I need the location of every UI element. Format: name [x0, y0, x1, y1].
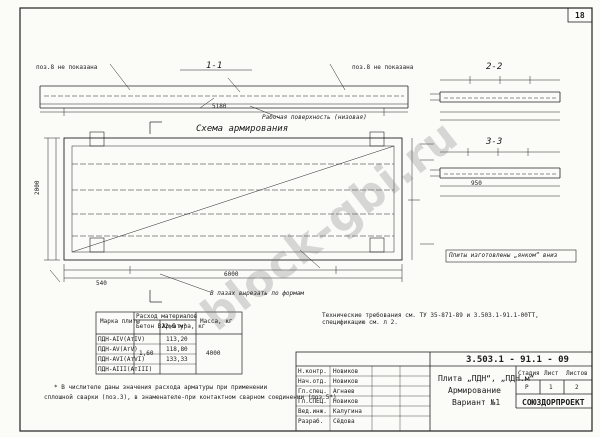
working-surface-label: Рабочая поверхность (низовая) [262, 114, 367, 121]
name-1: Новиков [333, 368, 359, 375]
name-2: Новиков [333, 378, 359, 385]
title-line-1: Плита „ПДН“, „ПДН.м“ [438, 374, 535, 383]
page-number: 18 [575, 11, 585, 20]
reinforcement-scheme-title: Схема армирования [196, 124, 289, 134]
col-sheets: Листов [566, 370, 588, 377]
name-5: Калугина [333, 408, 362, 415]
footnote-line-1: * В числителе даны значения расхода арма… [54, 384, 268, 391]
name-3: Агнаев [333, 388, 355, 395]
col-sheet: Лист [544, 370, 559, 377]
dim-5180: 5180 [212, 103, 227, 110]
table-header-mass: Масса, кг [200, 318, 233, 325]
section-3-3-title: 3-3 [486, 137, 503, 147]
role-1: Н.контр. [298, 368, 327, 375]
section-1-1-title: 1-1 [206, 61, 223, 71]
role-3: Гл.спец. [298, 388, 327, 395]
eyelets-note: Плиты изготовлены „янком“ вниз [449, 252, 558, 259]
table-header-consumption: Расход материалов [136, 313, 198, 320]
table-steel-2: 118,80 [166, 346, 188, 353]
note-pos8-right: поз.8 не показана [352, 64, 414, 71]
table-header-steel: Арматура, кг [162, 323, 206, 330]
dim-6000: 6000 [224, 271, 239, 278]
table-steel-1: 113,20 [166, 336, 188, 343]
section-3-3-view [430, 148, 561, 197]
sheet-number: 1 [549, 384, 553, 391]
dim-2000: 2000 [34, 180, 41, 195]
col-stage: Стадия [518, 370, 540, 377]
name-4: Новиков [333, 398, 359, 405]
stage-value: Р [525, 384, 529, 391]
reinforcement-plan [44, 121, 434, 303]
title-line-3: Вариант №1 [452, 398, 501, 407]
footnote-line-2: сплошной сварки (поз.3), в знаменателе-п… [44, 394, 337, 401]
table-row4-mark: ПДН-АIII(АтIII) [98, 366, 153, 373]
note-pos8-left: поз.8 не показана [36, 64, 98, 71]
slots-note: В пазах вырезать по формам [210, 290, 304, 297]
eyelets-note-frame [445, 249, 577, 263]
role-4: Гл.СПЕЦ. [298, 398, 327, 405]
role-2: Нач.отд. [298, 378, 327, 385]
section-2-2-view [430, 76, 561, 121]
table-row2-mark: ПДН-АV(АтV) [98, 346, 138, 353]
sheets-total: 2 [575, 384, 579, 391]
page-number-box [567, 7, 593, 23]
table-concrete-value: 1,60 [139, 350, 154, 357]
section-1-1-view [39, 63, 409, 119]
role-5: Вед.инж. [298, 408, 327, 415]
table-row1-mark: ПДН-АIV(АтIV) [98, 336, 145, 343]
section-2-2-title: 2-2 [486, 62, 503, 72]
title-block-grid [295, 351, 593, 432]
table-header-mark: Марка плиты [100, 318, 140, 325]
table-mass-value: 4000 [206, 350, 221, 357]
document-code: 3.503.1 - 91.1 - 09 [466, 355, 569, 365]
dim-540: 540 [96, 280, 107, 287]
mark-table-grid [95, 311, 243, 375]
organization-name: СОЮЗДОРПРОЕКТ [522, 398, 585, 407]
table-header-concrete: Бетон В22,5 м³ [136, 323, 187, 330]
role-6: Разраб. [298, 418, 324, 425]
dim-950: 950 [471, 180, 482, 187]
title-line-2: Армирование [448, 386, 501, 395]
table-row3-mark: ПДН-АVI(АтVI) [98, 356, 145, 363]
name-6: Сёдова [333, 418, 355, 425]
technical-requirements: Технические требования см. ТУ 35-871-89 … [322, 312, 539, 326]
table-steel-3: 133,33 [166, 356, 188, 363]
